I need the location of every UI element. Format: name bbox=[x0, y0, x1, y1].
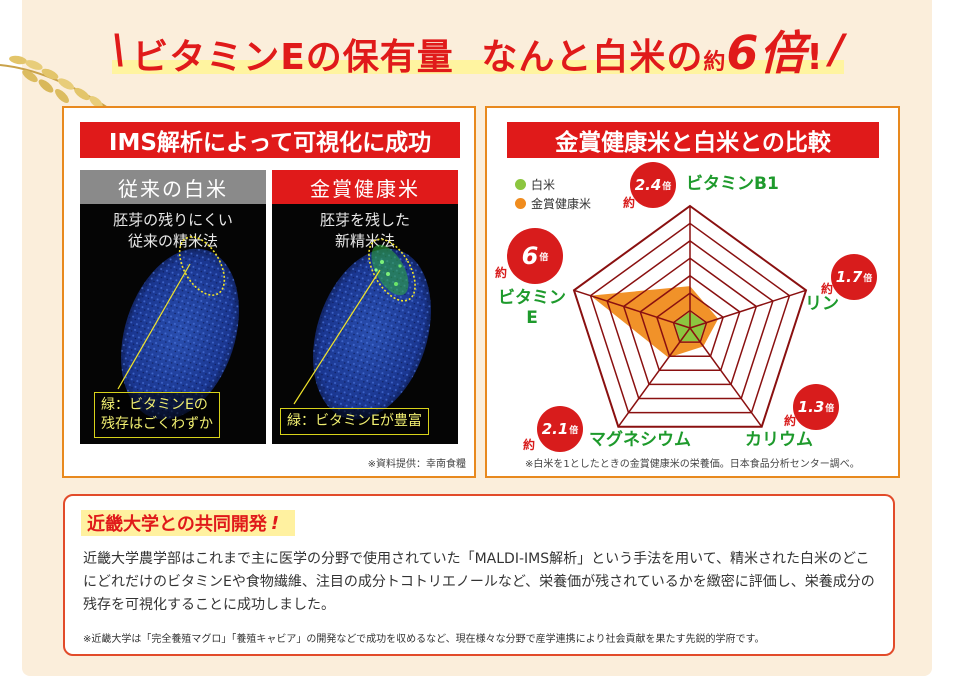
badge-vitamin-e-unit: 倍 bbox=[539, 252, 549, 263]
radar-grid-ring bbox=[606, 239, 774, 400]
conventional-caption: 緑：ビタミンEの 残存はごくわずか bbox=[94, 392, 220, 438]
comparison-panel-title: 金賞健康米と白米との比較 bbox=[507, 122, 879, 158]
radar-chart bbox=[572, 204, 808, 428]
radar-grid-ring bbox=[622, 257, 758, 386]
headline-yaku: 約 bbox=[703, 50, 727, 75]
conventional-rice-header: 従来の白米 bbox=[80, 170, 266, 204]
right-source-note: ※白米を1としたときの金賞健康米の栄養価。日本食品分析センター調べ。 bbox=[525, 459, 860, 470]
radar-spoke bbox=[689, 327, 763, 428]
badge-lin-value: 1.7 bbox=[835, 268, 863, 286]
radar-grid-ring bbox=[672, 309, 708, 343]
collaboration-box: 近畿大学との共同開発! 近畿大学農学部はこれまで主に医学の分野で使用されていた「… bbox=[63, 494, 895, 656]
headline-part1: ビタミンEの保有量 bbox=[132, 37, 454, 78]
badge-vitamin-e-value: 6 bbox=[521, 242, 539, 270]
chart-legend: 白米 金賞健康米 bbox=[515, 176, 591, 214]
conventional-subtitle-line1: 胚芽の残りにくい bbox=[113, 211, 233, 229]
radar-spoke bbox=[617, 327, 691, 428]
rice-grain-kinsho-image bbox=[293, 238, 431, 420]
radar-grid-ring bbox=[639, 274, 741, 372]
rice-ear-decoration bbox=[0, 55, 109, 109]
legend-dot-kinsho-rice bbox=[515, 198, 526, 209]
axis-label-vitamin-e-line1: ビタミン bbox=[498, 288, 566, 308]
badge-magnesium-value: 2.1 bbox=[541, 420, 569, 438]
rice-grain-conventional-image bbox=[117, 236, 239, 420]
collaboration-title-text: 近畿大学との共同開発 bbox=[87, 514, 267, 535]
axis-label-lin: リン bbox=[805, 294, 839, 314]
axis-label-vitamin-e: ビタミン E bbox=[497, 288, 567, 328]
headline-part2: なんと白米の bbox=[481, 37, 704, 78]
axis-label-kalium: カリウム bbox=[745, 430, 813, 450]
badge-magnesium-unit: 倍 bbox=[569, 425, 579, 436]
radar-grid-ring bbox=[572, 204, 808, 428]
kinsho-rice-image: 胚芽を残した 新精米法 緑：ビタミンEが豊富 bbox=[272, 204, 458, 444]
axis-label-magnesium: マグネシウム bbox=[589, 430, 691, 450]
headline-six: 6倍 bbox=[726, 26, 807, 80]
ims-panel-title: IMS解析によって可視化に成功 bbox=[80, 122, 460, 158]
legend-item-kinsho-rice: 金賞健康米 bbox=[515, 195, 591, 214]
conventional-caption-line1: 緑：ビタミンEの bbox=[101, 397, 208, 413]
headline-slash-right: / bbox=[829, 27, 845, 73]
headline-text: ビタミンEの保有量 なんと白米の約6倍! bbox=[132, 17, 824, 83]
badge-kalium-unit: 倍 bbox=[825, 403, 835, 414]
kinsho-rice-column: 金賞健康米 胚芽を残した 新精米法 緑：ビタミンEが豊富 bbox=[272, 170, 458, 444]
conventional-rice-column: 従来の白米 胚芽の残りにくい 従来の精米法 bbox=[80, 170, 266, 444]
radar-spoke bbox=[689, 289, 807, 329]
headline-highlight bbox=[112, 60, 844, 74]
headline-bang: ! bbox=[806, 37, 824, 78]
ims-panel: IMS解析によって可視化に成功 従来の白米 胚芽の残りにくい 従来の精米法 bbox=[62, 106, 476, 478]
radar-spoke bbox=[573, 289, 691, 329]
radar-grid-ring bbox=[589, 222, 791, 414]
yaku-b1: 約 bbox=[623, 196, 636, 210]
conventional-rice-subtitle: 胚芽の残りにくい 従来の精米法 bbox=[80, 210, 266, 252]
yaku-kalium: 約 bbox=[784, 414, 797, 428]
badge-b1-value: 2.4 bbox=[634, 176, 662, 194]
badge-b1-unit: 倍 bbox=[662, 181, 672, 192]
badge-kalium-value: 1.3 bbox=[797, 398, 825, 416]
yaku-lin: 約 bbox=[821, 282, 834, 296]
yaku-vitamin-e: 約 bbox=[495, 266, 508, 280]
kinsho-rice-header: 金賞健康米 bbox=[272, 170, 458, 204]
kinsho-subtitle-line1: 胚芽を残した bbox=[319, 211, 410, 229]
collaboration-note: ※近畿大学は「完全養殖マグロ」「養殖キャビア」の開発などで成功を収めるなど、現在… bbox=[83, 634, 765, 645]
collaboration-title: 近畿大学との共同開発! bbox=[81, 510, 296, 536]
axis-label-b1: ビタミンB1 bbox=[686, 174, 779, 194]
headline-slash-left: \ bbox=[111, 27, 127, 73]
headline: \ ビタミンEの保有量 なんと白米の約6倍! / bbox=[88, 20, 868, 80]
collaboration-body: 近畿大学農学部はこれまで主に医学の分野で使用されていた「MALDI-IMS解析」… bbox=[83, 551, 875, 613]
conventional-rice-image: 胚芽の残りにくい 従来の精米法 bbox=[80, 204, 266, 444]
axis-label-vitamin-e-line2: E bbox=[526, 308, 538, 328]
yaku-magnesium: 約 bbox=[523, 438, 536, 452]
legend-label-kinsho-rice: 金賞健康米 bbox=[531, 197, 592, 211]
conventional-caption-line2: 残存はごくわずか bbox=[101, 416, 213, 432]
kinsho-caption: 緑：ビタミンEが豊富 bbox=[280, 408, 429, 435]
collaboration-title-bang: ! bbox=[270, 512, 280, 534]
legend-dot-white-rice bbox=[515, 179, 526, 190]
left-source-note: ※資料提供：幸南食糧 bbox=[367, 459, 466, 470]
legend-label-white-rice: 白米 bbox=[531, 178, 556, 192]
legend-item-white-rice: 白米 bbox=[515, 176, 591, 195]
badge-lin-unit: 倍 bbox=[863, 273, 873, 284]
radar-grid-ring bbox=[655, 292, 725, 357]
conventional-subtitle-line2: 従来の精米法 bbox=[127, 232, 218, 250]
